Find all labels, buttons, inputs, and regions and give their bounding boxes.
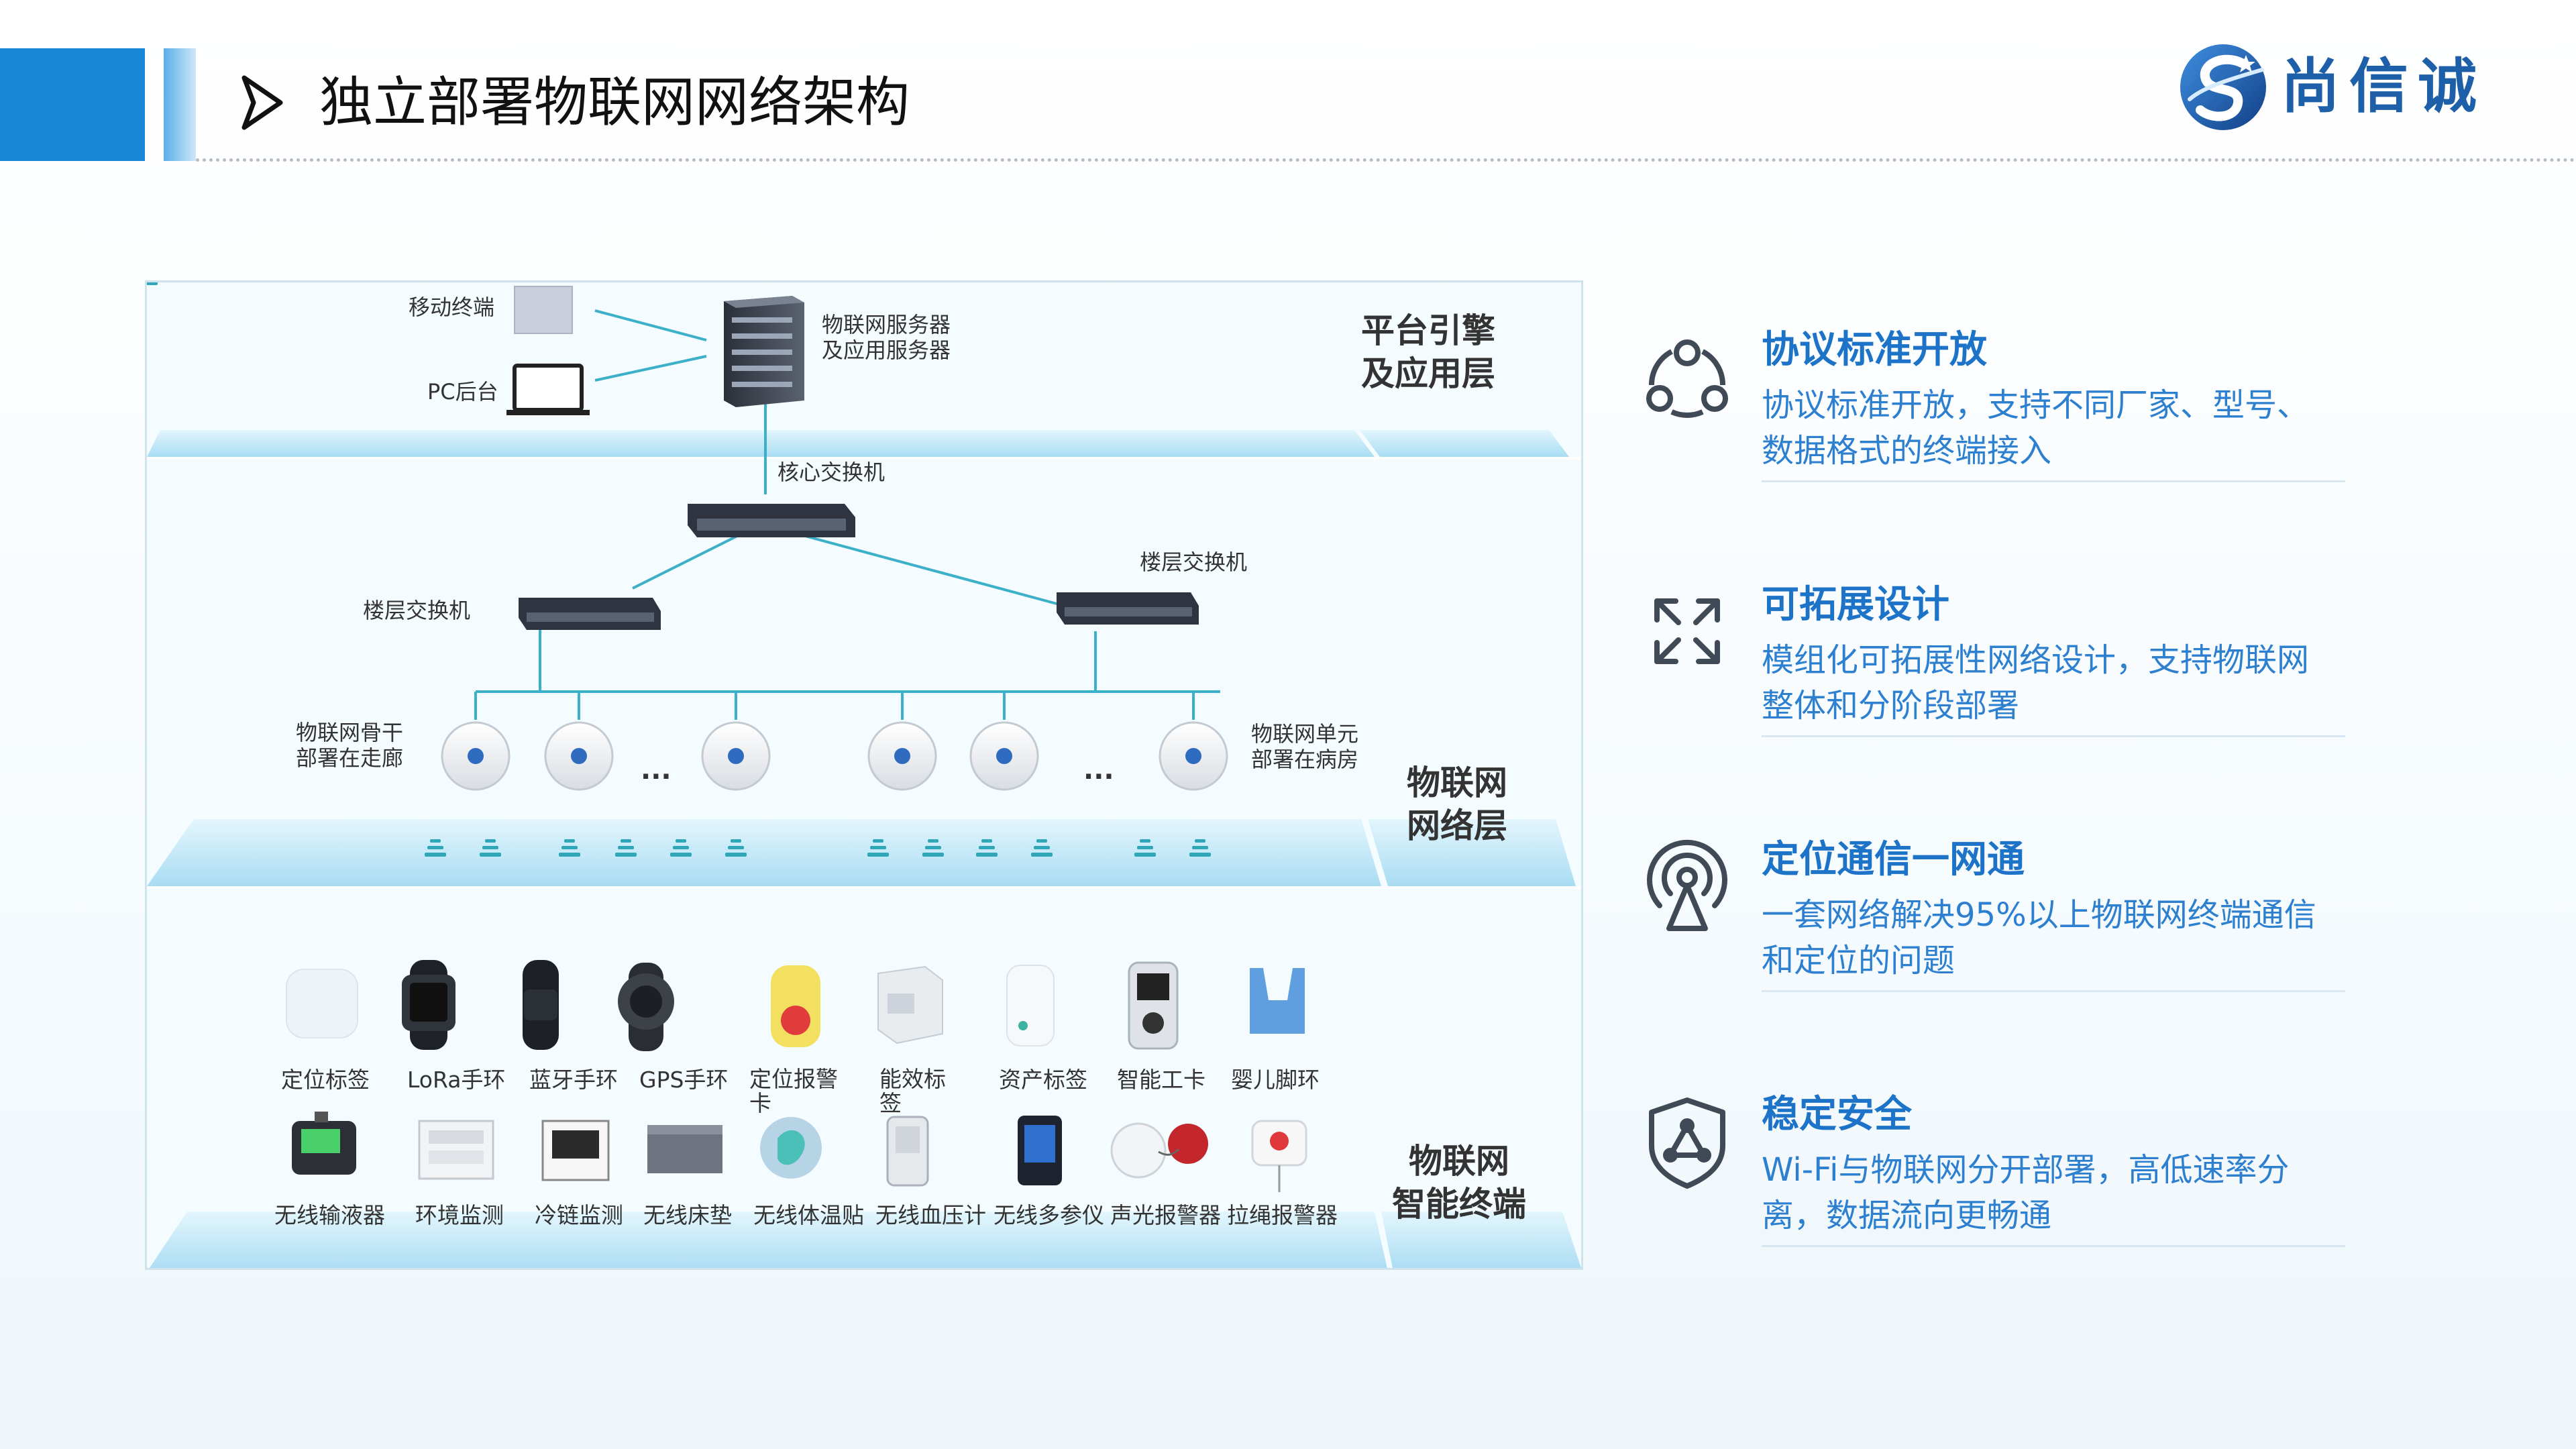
backbone-label-line1: 物联网骨干 bbox=[296, 720, 404, 745]
feature-divider bbox=[1762, 480, 2345, 482]
feature-title: 协议标准开放 bbox=[1762, 328, 1987, 372]
core-switch-label: 核心交换机 bbox=[777, 460, 885, 485]
share-nodes-icon bbox=[1646, 339, 1728, 418]
platform-layer-line2: 及应用层 bbox=[1361, 354, 1495, 393]
device-label: 能效标 签 bbox=[879, 1066, 946, 1116]
pc-monitor-icon bbox=[506, 364, 590, 415]
header-accent-stripe bbox=[164, 48, 196, 161]
logo-text: 尚信诚 bbox=[2281, 51, 2487, 121]
header-accent-block bbox=[0, 48, 145, 161]
network-layer-label: 物联网 网络层 bbox=[1407, 761, 1507, 847]
unit-label-line2: 部署在病房 bbox=[1251, 747, 1359, 772]
terminal-device-icons-row2 bbox=[292, 1112, 1307, 1192]
feature-protocol-open: 协议标准开放 协议标准开放，支持不同厂家、型号、数据格式的终端接入 bbox=[1637, 326, 2348, 494]
diagram-canvas bbox=[147, 282, 1581, 1268]
network-layer-band bbox=[147, 819, 1581, 889]
feature-divider bbox=[1762, 1245, 2345, 1247]
device-label: 无线多参仪 bbox=[994, 1202, 1104, 1228]
floor-switch-right-icon bbox=[1057, 592, 1199, 625]
server-rack-icon bbox=[724, 296, 804, 407]
feature-title: 稳定安全 bbox=[1762, 1093, 1912, 1136]
feature-title: 定位通信一网通 bbox=[1762, 838, 2025, 881]
platform-layer-band bbox=[147, 430, 1581, 460]
feature-scalable-design: 可拓展设计 模组化可拓展性网络设计，支持物联网整体和分阶段部署 bbox=[1637, 581, 2348, 749]
device-label: 声光报警器 bbox=[1110, 1202, 1221, 1228]
feature-positioning-communication: 定位通信一网通 一套网络解决95%以上物联网终端通信和定位的问题 bbox=[1637, 836, 2348, 1004]
arrow-bullet-icon bbox=[241, 75, 283, 130]
ellipsis-left: ... bbox=[641, 755, 672, 786]
network-architecture-diagram: 移动终端 PC后台 物联网服务器 及应用服务器 核心交换机 楼层交换机 楼层交换… bbox=[145, 280, 1583, 1270]
device-label: 定位报警 卡 bbox=[749, 1066, 838, 1116]
device-label: 婴儿脚环 bbox=[1231, 1067, 1320, 1093]
terminal-device-icons-row1 bbox=[286, 960, 1305, 1051]
feature-stable-secure: 稳定安全 Wi-Fi与物联网分开部署，高低速率分离，数据流向更畅通 bbox=[1637, 1091, 2348, 1258]
floor-switch-right-label: 楼层交换机 bbox=[1140, 549, 1248, 575]
device-label: 资产标签 bbox=[999, 1067, 1087, 1093]
mobile-terminal-label: 移动终端 bbox=[409, 294, 495, 320]
device-label: 环境监测 bbox=[415, 1202, 504, 1228]
device-label: 无线血压计 bbox=[875, 1202, 986, 1228]
page-title: 独立部署物联网网络架构 bbox=[319, 71, 910, 133]
core-switch-icon bbox=[688, 504, 855, 537]
backbone-label-line2: 部署在走廊 bbox=[296, 745, 404, 771]
device-label: 无线体温贴 bbox=[753, 1202, 864, 1228]
device-label: 蓝牙手环 bbox=[529, 1067, 618, 1093]
antenna-signal-icon bbox=[1647, 839, 1727, 931]
feature-divider bbox=[1762, 990, 2345, 992]
access-point-icons bbox=[441, 721, 1228, 791]
device-label: 无线输液器 bbox=[274, 1202, 385, 1228]
network-layer-line2: 网络层 bbox=[1407, 806, 1507, 845]
floor-switch-left-icon bbox=[519, 598, 661, 630]
terminal-layer-band bbox=[150, 1212, 1581, 1268]
platform-layer-label: 平台引擎 及应用层 bbox=[1361, 309, 1495, 395]
server-label-line2: 及应用服务器 bbox=[822, 337, 951, 363]
network-links bbox=[474, 309, 1220, 720]
signal-wave-icons bbox=[147, 282, 1211, 857]
server-label-line1: 物联网服务器 bbox=[822, 312, 951, 337]
floor-switch-left-label: 楼层交换机 bbox=[363, 598, 471, 623]
device-label: 拉绳报警器 bbox=[1227, 1202, 1338, 1228]
pc-backend-label: PC后台 bbox=[427, 379, 498, 405]
device-label: 冷链监测 bbox=[535, 1202, 623, 1228]
unit-label-line1: 物联网单元 bbox=[1251, 721, 1359, 747]
shield-triangle-icon bbox=[1649, 1097, 1725, 1189]
device-label: 无线床垫 bbox=[643, 1202, 732, 1228]
device-label: 定位标签 bbox=[281, 1067, 370, 1093]
feature-description: Wi-Fi与物联网分开部署，高低速率分离，数据流向更畅通 bbox=[1762, 1151, 2290, 1234]
brand-logo: 尚信诚 bbox=[2176, 40, 2538, 141]
ellipsis-right: ... bbox=[1083, 755, 1114, 786]
feature-divider bbox=[1762, 735, 2345, 737]
platform-layer-line1: 平台引擎 bbox=[1361, 311, 1495, 350]
device-label: 智能工卡 bbox=[1117, 1067, 1205, 1093]
terminal-layer-label: 物联网 智能终端 bbox=[1392, 1140, 1526, 1226]
device-label: GPS手环 bbox=[639, 1067, 729, 1093]
mobile-terminal-icon bbox=[514, 286, 573, 334]
feature-description: 协议标准开放，支持不同厂家、型号、数据格式的终端接入 bbox=[1762, 386, 2310, 470]
terminal-layer-line2: 智能终端 bbox=[1392, 1185, 1526, 1224]
expand-arrows-icon bbox=[1654, 598, 1720, 664]
terminal-layer-line1: 物联网 bbox=[1409, 1142, 1509, 1181]
logo-mark-icon bbox=[2180, 44, 2266, 130]
feature-description: 模组化可拓展性网络设计，支持物联网整体和分阶段部署 bbox=[1762, 641, 2310, 724]
header-divider bbox=[196, 158, 2576, 162]
feature-description: 一套网络解决95%以上物联网终端通信和定位的问题 bbox=[1762, 896, 2316, 979]
device-label: LoRa手环 bbox=[407, 1067, 506, 1093]
network-layer-line1: 物联网 bbox=[1407, 763, 1507, 802]
feature-title: 可拓展设计 bbox=[1762, 583, 1949, 627]
